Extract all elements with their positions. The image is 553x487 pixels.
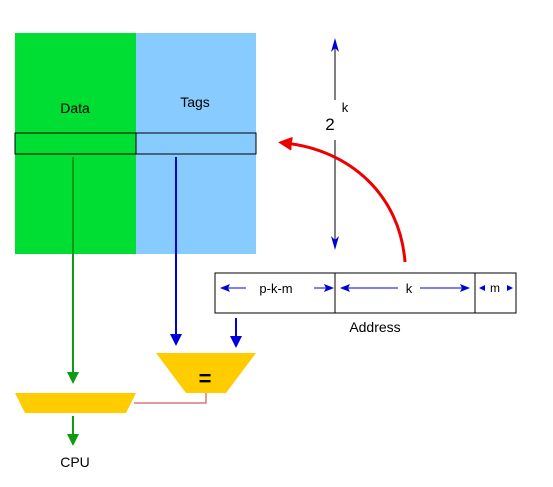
address-label: Address [349,319,400,335]
cpu-label: CPU [60,454,90,470]
data-block [15,33,136,254]
tags-block [136,33,256,254]
field-k-arrows [340,284,470,292]
double-vertical-arrow-icon [331,38,339,250]
tags-row-selected [135,132,257,155]
field-m-label: m [490,281,500,295]
address-register [214,272,517,314]
data-label: Data [60,100,90,116]
multiplexer-trapezoid-icon [15,393,136,413]
curved-red-arrow-icon [278,136,407,263]
select-wire [134,393,207,404]
comparator-symbol: = [199,366,212,391]
power-exponent: k [342,100,349,115]
field-k-label: k [406,281,413,296]
tags-label: Tags [180,94,210,110]
field-pkm-arrows [220,284,334,292]
field-pkm-label: p-k-m [259,281,292,296]
field-m-arrows [479,285,513,291]
power-base: 2 [325,115,334,134]
